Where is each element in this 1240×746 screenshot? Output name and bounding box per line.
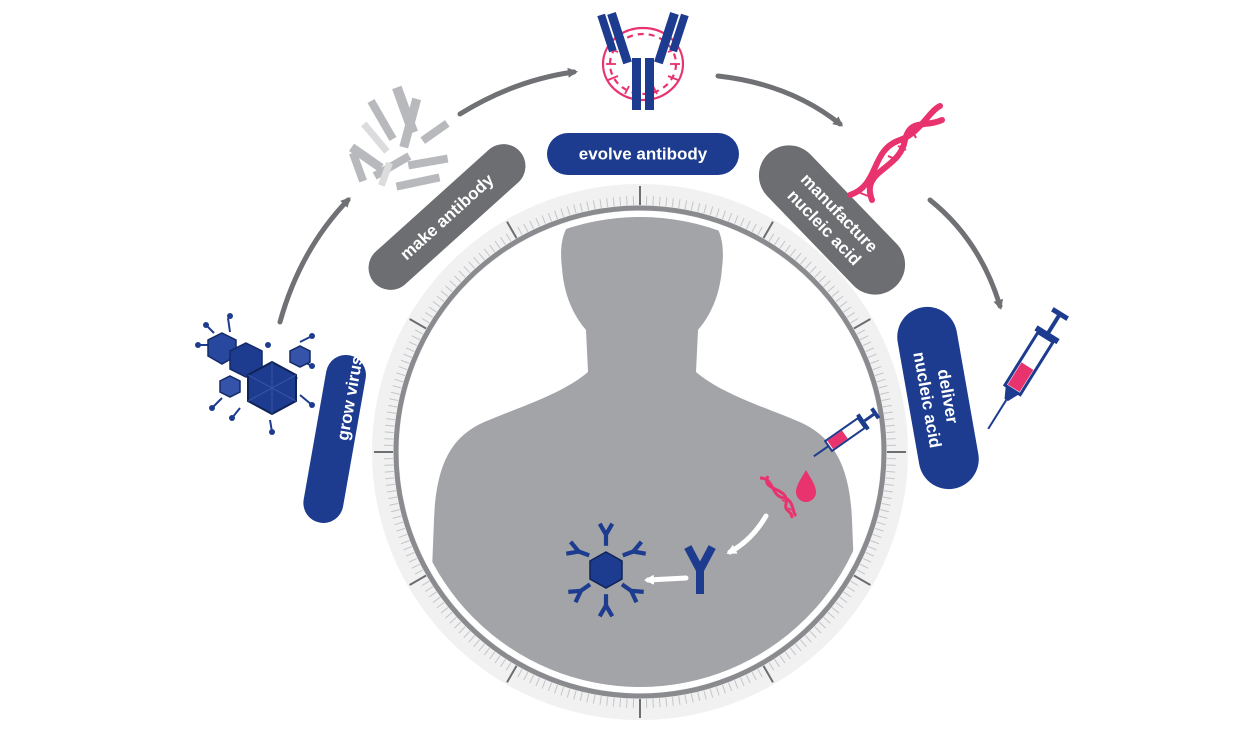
ring-tick [385,432,394,433]
ring-tick [659,698,660,707]
arrow-make-to-evolve [460,72,574,114]
arrow-grow-to-make [280,200,348,322]
antibody-with-dna-icon [597,12,688,110]
arrow-manufacture-to-deliver [930,200,1000,306]
arrow-evolve-to-manufacture [718,76,840,124]
virus-cluster-icon [195,313,315,435]
step-grow-virus: grow virus [300,352,369,526]
ring-tick [659,197,660,206]
ring-tick [886,432,895,433]
antibody-fragments-icon [349,86,450,191]
dna-helix-icon [850,106,942,200]
evolve-antibody-label: evolve antibody [579,145,708,164]
ring-tick [385,471,394,472]
step-evolve-antibody: evolve antibody [547,133,739,175]
ring-tick [620,197,621,206]
ring-tick [620,698,621,707]
syringe-icon [977,305,1072,436]
arrow-antibody-to-virus [648,578,686,580]
ring-tick [886,471,895,472]
